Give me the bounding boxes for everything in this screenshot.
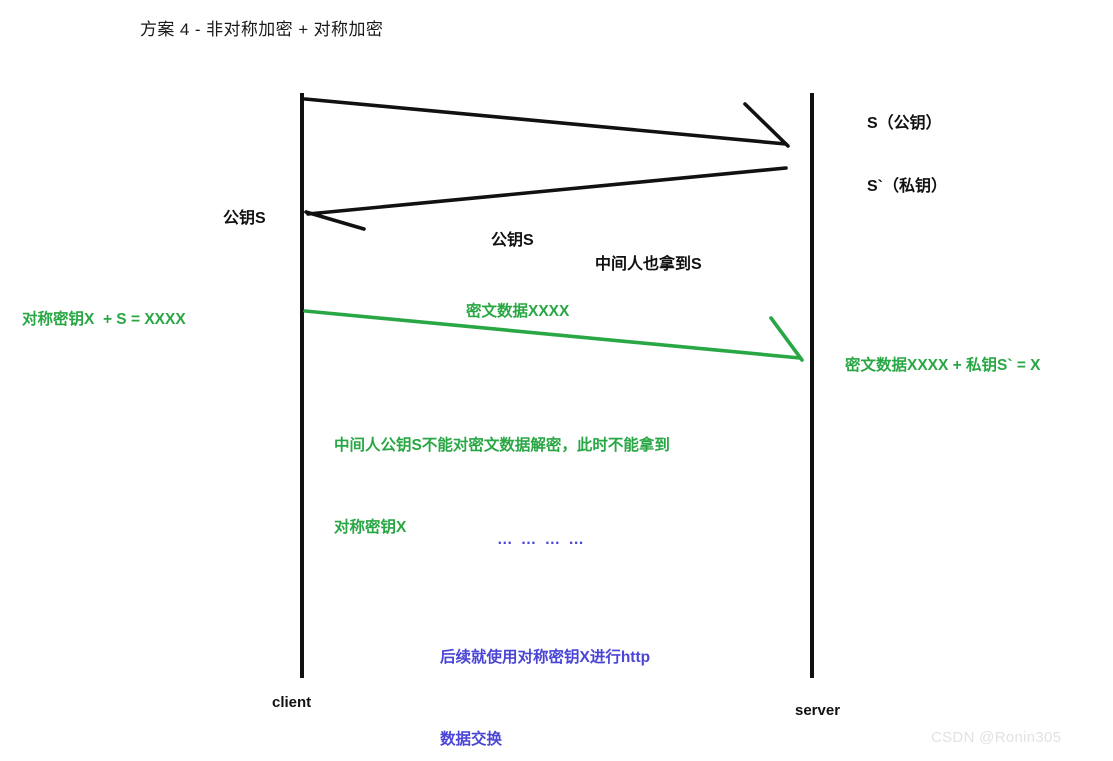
label-symmetric-key-encrypt: 对称密钥X + S = XXXX	[22, 311, 186, 328]
label-subsequent-http-exchange-line2: 数据交换	[440, 730, 503, 748]
watermark: CSDN @Ronin305	[931, 729, 1062, 746]
label-server-private-key: S`（私钥）	[867, 178, 948, 195]
arrowhead-client-to-server-request	[743, 102, 790, 148]
label-mitm-cannot-decrypt: 中间人公钥S不能对密文数据解密，此时不能拿到 对称密钥X	[334, 378, 670, 595]
label-subsequent-http-exchange-line1: 后续就使用对称密钥X进行http	[440, 649, 651, 667]
label-mitm-cannot-decrypt-line1: 中间人公钥S不能对密文数据解密，此时不能拿到	[334, 437, 670, 455]
label-transfer-public-key: 公钥S	[491, 232, 534, 249]
label-server-decrypt: 密文数据XXXX + 私钥S` = X	[845, 357, 1041, 374]
arrowhead-server-to-client-public-key	[304, 210, 366, 231]
label-mitm-got-key: 中间人也拿到S	[595, 256, 702, 273]
lifeline-label-server: server	[795, 702, 841, 719]
label-subsequent-http-exchange: 后续就使用对称密钥X进行http 数据交换	[440, 590, 650, 761]
label-ciphertext-data: 密文数据XXXX	[466, 303, 570, 320]
label-ellipsis: … … … …	[497, 531, 586, 548]
arrow-client-to-server-request	[303, 97, 788, 146]
label-client-public-key: 公钥S	[223, 210, 266, 227]
arrowhead-client-to-server-ciphertext	[769, 316, 804, 362]
page-title: 方案 4 - 非对称加密 + 对称加密	[140, 20, 384, 39]
lifeline-label-client: client	[272, 694, 312, 711]
arrow-server-to-client-public-key	[306, 166, 788, 216]
label-mitm-cannot-decrypt-line2: 对称密钥X	[334, 518, 407, 536]
label-server-public-key: S（公钥）	[867, 115, 942, 132]
